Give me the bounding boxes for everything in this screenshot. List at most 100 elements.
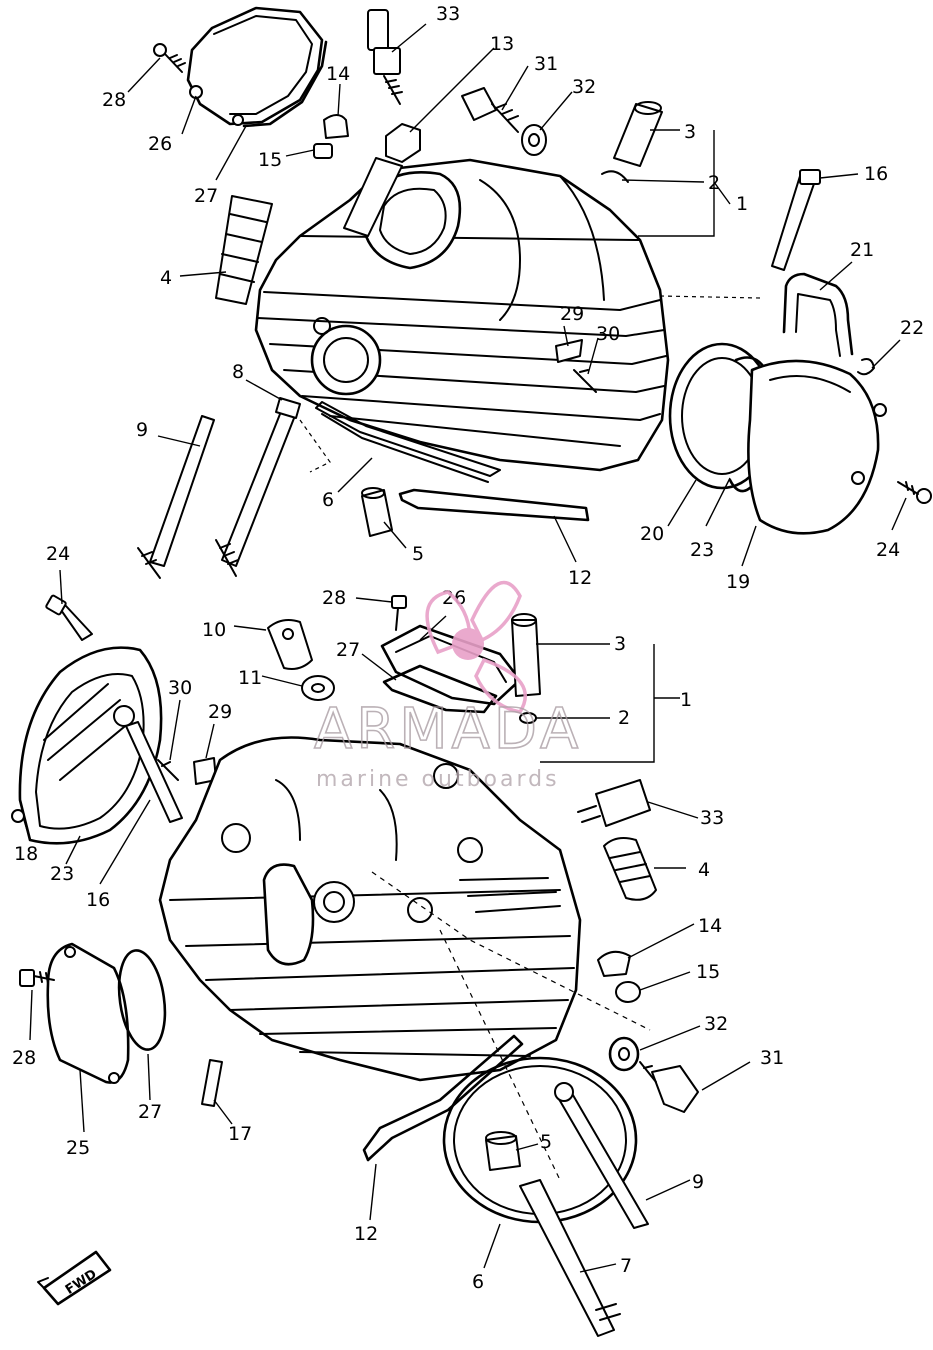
- part-sleeve-4-lower: [603, 837, 657, 901]
- part-spark-plug-lower: [577, 779, 651, 827]
- watermark-brand: ARMADA: [314, 697, 582, 762]
- part-cap-10: [267, 619, 313, 670]
- callout-1-lower: 1: [680, 689, 692, 711]
- callout-28-upper: 28: [102, 89, 126, 111]
- part-fitting-13: [385, 123, 421, 163]
- part-gasket-12-lower: [362, 1034, 524, 1162]
- callout-5-upper: 5: [412, 543, 424, 565]
- part-spark-plug-upper: [367, 9, 403, 105]
- callout-6-lower: 6: [472, 1271, 484, 1293]
- watermark-tagline: marine outboards: [316, 767, 560, 792]
- callout-32-upper: 32: [572, 76, 596, 98]
- callout-17: 17: [228, 1123, 252, 1145]
- part-gasket-6-upper: [315, 401, 501, 483]
- callout-6-upper: 6: [322, 489, 334, 511]
- callout-10: 10: [202, 619, 226, 641]
- part-cylinder-head-upper: [254, 157, 670, 472]
- part-washer-32-lower: [608, 1036, 640, 1072]
- part-dowel-5-lower: [485, 1131, 521, 1171]
- callout-23-lower: 23: [50, 863, 74, 885]
- part-bolt-31-lower: [639, 1061, 699, 1113]
- callout-27-mid: 27: [336, 639, 360, 661]
- part-gasket-27-lower: [382, 664, 498, 714]
- callout-5-lower: 5: [540, 1131, 552, 1153]
- callout-12-lower: 12: [354, 1223, 378, 1245]
- callout-18: 18: [14, 843, 38, 865]
- leaders-upper: [127, 23, 907, 567]
- part-bolt-28-upper: [153, 43, 186, 73]
- part-stud-9-upper: [137, 415, 215, 579]
- part-side-cover-lower: [11, 646, 163, 845]
- part-stud-9-lower: [554, 1082, 649, 1229]
- part-bolt-16-upper: [771, 169, 821, 271]
- callout-4-lower: 4: [698, 859, 710, 881]
- callout-28-lower: 28: [12, 1047, 36, 1069]
- callout-2-lower: 2: [618, 707, 630, 729]
- part-head-cover-upper: [186, 6, 328, 128]
- part-hose-21: [782, 272, 875, 376]
- callout-21: 21: [850, 239, 874, 261]
- callout-7: 7: [620, 1255, 632, 1277]
- callout-33-lower: 33: [700, 807, 724, 829]
- callout-22: 22: [900, 317, 924, 339]
- callout-labels: 33 13 31 32 3 2 1 28 26 27 14 15 16 4 21…: [12, 3, 924, 1293]
- part-dowel-5-upper: [361, 487, 393, 537]
- callout-11: 11: [238, 667, 262, 689]
- part-bolt-24-upper: [897, 481, 932, 504]
- callout-3-upper: 3: [684, 121, 696, 143]
- callout-14-upper: 14: [326, 63, 350, 85]
- callout-16-upper: 16: [864, 163, 888, 185]
- part-bolt-28-mid: [391, 595, 407, 631]
- part-cylinder-head-lower: [158, 736, 582, 1082]
- callout-24-upper: 24: [876, 539, 900, 561]
- callout-8: 8: [232, 361, 244, 383]
- part-valve-guide-upper: [601, 101, 663, 183]
- callout-30-lower: 30: [168, 677, 192, 699]
- callout-26-upper: 26: [148, 133, 172, 155]
- callout-27-upper: 27: [194, 185, 218, 207]
- callout-13: 13: [490, 33, 514, 55]
- callout-1-upper: 1: [736, 193, 748, 215]
- fwd-arrow-badge: FWD: [37, 1250, 112, 1306]
- part-29-30-upper: [555, 339, 597, 393]
- callout-2-upper: 2: [708, 172, 720, 194]
- part-stud-8: [215, 397, 301, 577]
- part-washer-11: [301, 675, 335, 701]
- part-valve-guide-lower: [511, 613, 541, 724]
- callout-20: 20: [640, 523, 664, 545]
- callout-9-lower: 9: [692, 1171, 704, 1193]
- callout-14-lower: 14: [698, 915, 722, 937]
- callout-3-lower: 3: [614, 633, 626, 655]
- callout-31-lower: 31: [760, 1047, 784, 1069]
- part-sleeve-4-upper: [215, 195, 273, 305]
- part-bolt-28-lower: [19, 969, 55, 987]
- callout-19: 19: [726, 571, 750, 593]
- callout-29-lower: 29: [208, 701, 232, 723]
- propeller-logo-icon: [425, 580, 527, 714]
- callout-4-upper: 4: [160, 267, 172, 289]
- callout-25: 25: [66, 1137, 90, 1159]
- part-side-cover-upper: [668, 342, 887, 535]
- part-bolt-24-lower: [45, 594, 93, 641]
- part-oring-27-lower: [117, 949, 167, 1051]
- armada-watermark: ARMADA marine outboards: [313, 580, 582, 792]
- part-cover-25: [46, 942, 130, 1084]
- callout-30-upper: 30: [596, 323, 620, 345]
- lower-head-assembly: FWD: [11, 569, 751, 1337]
- callout-15-lower: 15: [696, 961, 720, 983]
- callout-16-lower: 16: [86, 889, 110, 911]
- callout-28-mid: 28: [322, 587, 346, 609]
- callout-31-upper: 31: [534, 53, 558, 75]
- part-stud-17: [201, 1059, 223, 1107]
- callout-27-lower: 27: [138, 1101, 162, 1123]
- part-gasket-12-upper: [398, 488, 590, 522]
- callout-24-lower: 24: [46, 543, 70, 565]
- callout-9-upper: 9: [136, 419, 148, 441]
- part-cap-14-upper: [313, 114, 349, 159]
- leaders-lower: [23, 569, 751, 1273]
- upper-head-assembly: [127, 6, 932, 579]
- callout-15-upper: 15: [258, 149, 282, 171]
- callout-12-upper: 12: [568, 567, 592, 589]
- part-cap-14-lower: [597, 950, 641, 1003]
